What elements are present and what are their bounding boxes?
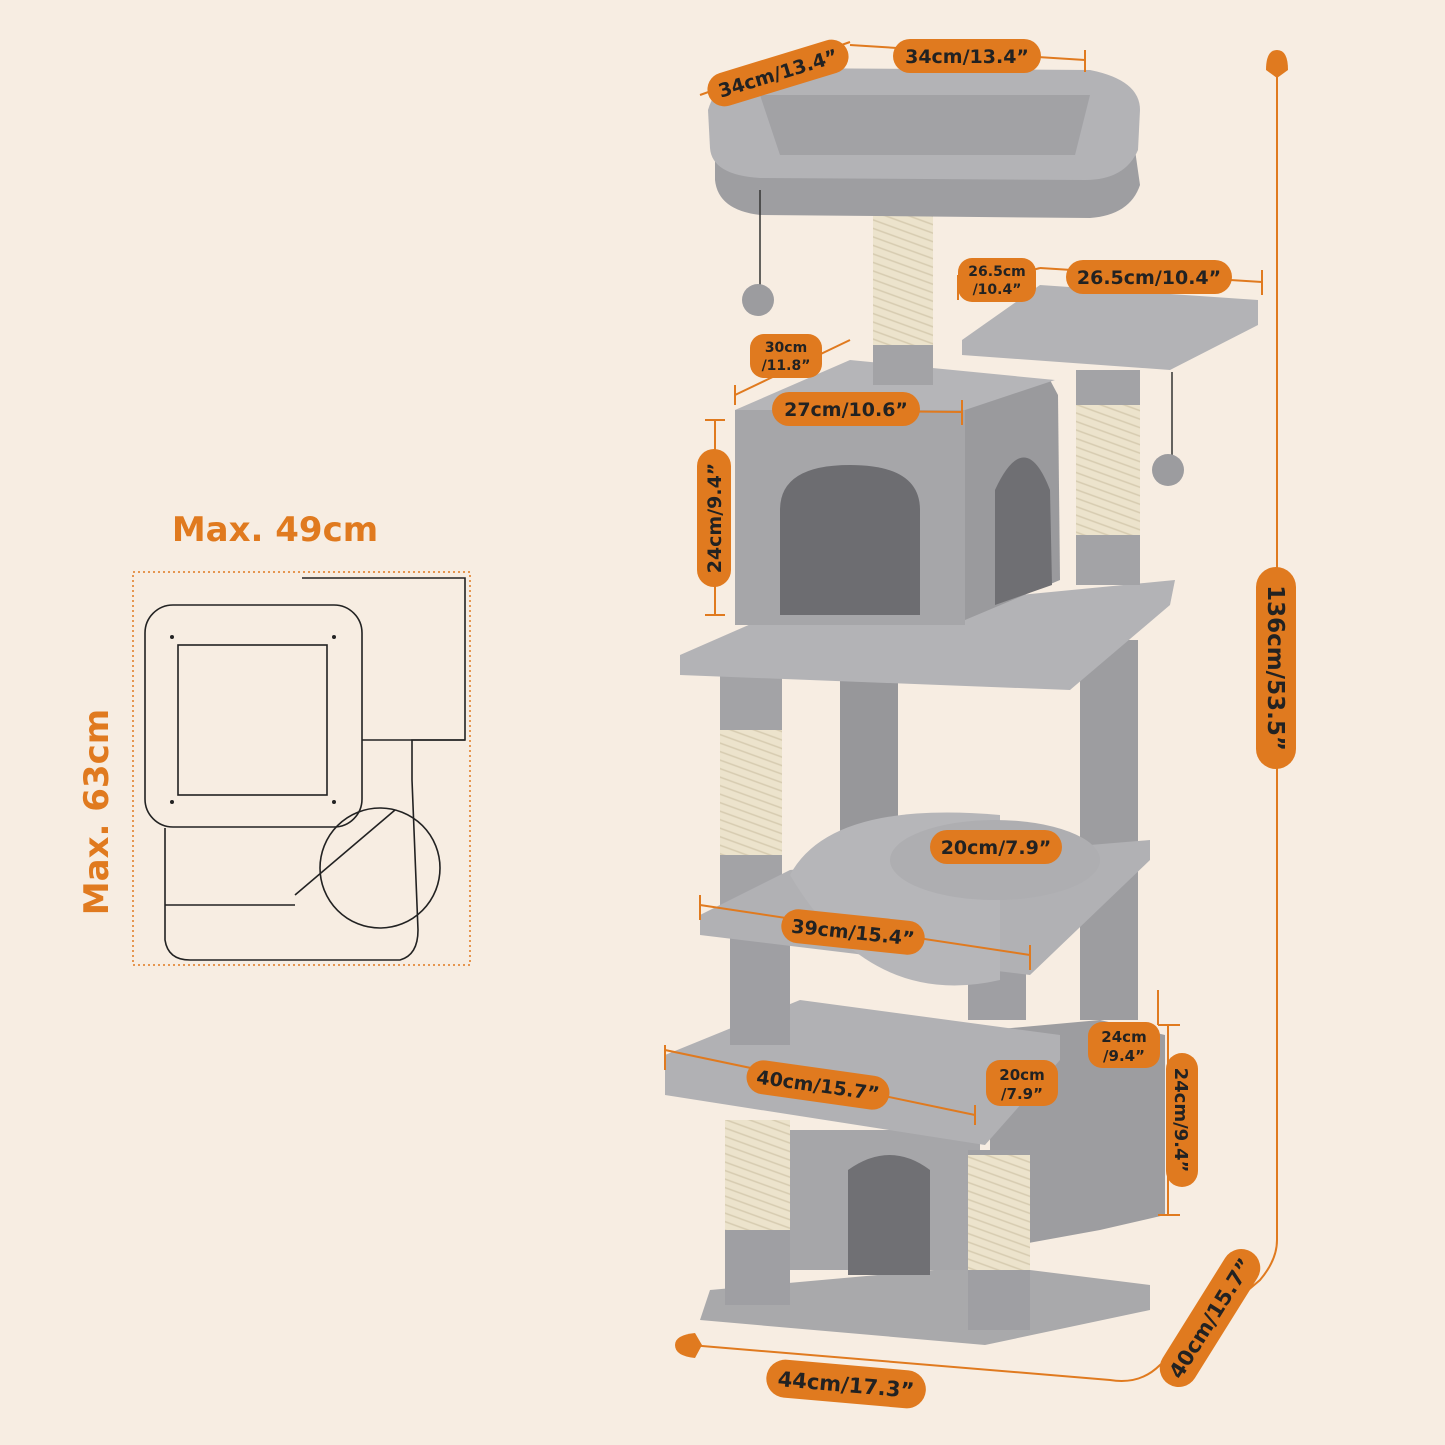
svg-text:20cm/7.9”: 20cm/7.9” [941,837,1052,859]
svg-text:40cm/15.7”: 40cm/15.7” [1164,1254,1257,1383]
label-top-perch-width: 34cm/13.4” [893,39,1041,73]
svg-text:26.5cm: 26.5cm [968,264,1025,280]
footprint-basket [319,807,441,929]
svg-text:24cm: 24cm [1101,1028,1146,1046]
label-condo-width: 27cm/10.6” [772,392,920,426]
svg-text:24cm/9.4”: 24cm/9.4” [704,463,726,574]
footprint-bounding-box [132,571,471,966]
upper-condo-side-hole [995,457,1052,605]
svg-text:/10.4”: /10.4” [973,282,1022,298]
footprint-max-depth-label: Max. 63cm [77,709,117,915]
top-bed-pompom [742,284,774,316]
dimension-labels: 34cm/13.4” 34cm/13.4” 26.5cm /10.4” 26.5… [697,39,1296,1409]
label-condo-height: 24cm/9.4” [697,449,731,587]
footprint-lower-platform [164,779,419,961]
label-base-depth: 40cm/15.7” [1159,1248,1261,1388]
height-arrow-top [1266,50,1288,78]
footprint-hammock [294,809,396,896]
svg-text:/7.9”: /7.9” [1001,1085,1043,1103]
svg-text:/9.4”: /9.4” [1103,1047,1145,1065]
lower-post-left-sisal [725,1120,790,1230]
label-lower-box-depth: 24cm /9.4” [1088,1022,1160,1068]
side-perch-post-sisal [1076,405,1140,535]
svg-text:34cm/13.4”: 34cm/13.4” [905,46,1029,68]
footprint-max-width-label: Max. 49cm [172,510,378,550]
label-side-perch-depth: 26.5cm /10.4” [958,258,1036,302]
side-perch-pompom [1152,454,1184,486]
label-total-height: 136cm/53.5” [1256,567,1296,769]
svg-text:26.5cm/10.4”: 26.5cm/10.4” [1077,267,1221,289]
svg-text:24cm/9.4”: 24cm/9.4” [1170,1068,1191,1173]
top-post-sisal [873,215,933,345]
label-base-width: 44cm/17.3” [766,1359,926,1409]
label-lower-platform-depth: 20cm /7.9” [986,1060,1058,1106]
label-basket-diameter: 20cm/7.9” [930,830,1062,864]
svg-text:20cm: 20cm [999,1066,1044,1084]
footprint-top-bed-outer [144,604,363,828]
top-bed-cushion [760,95,1090,155]
width-arrow-left [675,1333,702,1358]
lower-condo-entrance [848,1155,930,1275]
svg-text:/11.8”: /11.8” [762,358,811,374]
upper-condo-entrance [780,465,920,615]
lower-post-right-sisal [968,1155,1030,1270]
main-platform [680,580,1175,690]
base-board [700,1265,1150,1345]
label-side-perch-width: 26.5cm/10.4” [1066,260,1232,294]
upper-post-left-sisal [720,730,782,855]
svg-text:136cm/53.5”: 136cm/53.5” [1262,585,1288,751]
middle-post-right [1080,640,1138,1020]
footprint-top-bed-inner [177,644,328,796]
label-hammock-width: 39cm/15.4” [781,909,925,955]
label-condo-depth: 30cm /11.8” [750,334,822,378]
footprint-top-view: Max. 49cm Max. 63cm [77,510,471,966]
label-lower-box-height: 24cm/9.4” [1166,1053,1198,1187]
side-perch [962,285,1258,370]
svg-text:27cm/10.6”: 27cm/10.6” [784,399,908,421]
svg-text:30cm: 30cm [765,340,807,356]
